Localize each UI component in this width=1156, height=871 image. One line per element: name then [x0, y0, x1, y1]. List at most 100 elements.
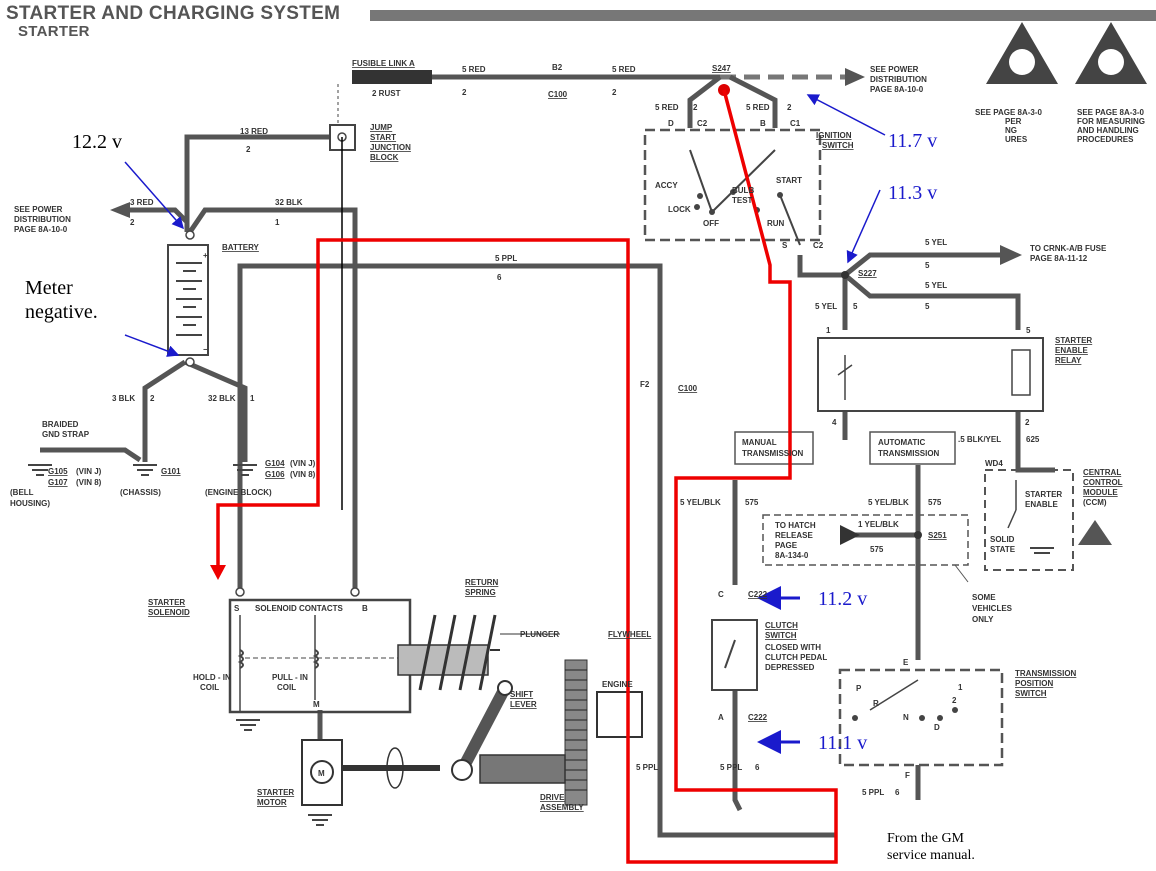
diagram-label: BRAIDED	[42, 420, 79, 429]
diagram-label: 575	[870, 545, 884, 554]
annotation-c222-a-voltage: 11.1 v	[818, 732, 868, 754]
diagram-label: 5 RED	[612, 65, 636, 74]
diagram-label: S	[782, 241, 788, 250]
diagram-label: 5 YEL/BLK	[680, 498, 721, 507]
diagram-label: STATE	[990, 545, 1016, 554]
diagram-label: S247	[712, 64, 731, 73]
diagram-label: C100	[678, 384, 698, 393]
diagram-label: 5	[925, 261, 930, 270]
diagram-label: −	[203, 345, 208, 354]
starter-motor	[301, 739, 566, 806]
transmission-position-switch	[838, 668, 1004, 767]
diagram-label: STARTER	[1025, 490, 1062, 499]
diagram-label: MANUAL	[742, 438, 777, 447]
flywheel	[564, 659, 588, 806]
diagram-label: MOTOR	[257, 798, 287, 807]
diagram-label: C2	[697, 119, 708, 128]
diagram-label: SOLID	[990, 535, 1015, 544]
diagram-label: 1	[250, 394, 255, 403]
ignition-switch	[643, 128, 822, 246]
annotation-arrows	[124, 94, 886, 754]
diagram-label: G105	[48, 467, 68, 476]
splice-s251	[914, 531, 922, 539]
diagram-label: E	[903, 658, 909, 667]
diagram-label: SWITCH	[765, 631, 797, 640]
diagram-label: PAGE 8A-11-12	[1030, 254, 1088, 263]
transmission-bracket	[734, 431, 956, 465]
diagram-label: COIL	[277, 683, 296, 692]
diagram-label: M	[313, 700, 320, 709]
diagram-label: 8A-134-0	[775, 551, 809, 560]
diagram-label: 3 RED	[130, 198, 154, 207]
wire-3-red	[130, 207, 189, 224]
diagram-label: BLOCK	[370, 153, 399, 162]
diagram-label: STARTER	[257, 788, 294, 797]
diagram-label: ACCY	[655, 181, 678, 190]
diagram-label: VEHICLES	[972, 604, 1013, 613]
esd-note-right: SEE PAGE 8A-3-0 FOR MEASURING AND HANDLI…	[1077, 108, 1145, 144]
diagram-label: 5 RED	[746, 103, 770, 112]
diagram-label: SOME	[972, 593, 996, 602]
wire-32-blk-b	[184, 359, 248, 462]
diagram-label: N	[903, 713, 909, 722]
diagram-label: (CHASSIS)	[120, 488, 161, 497]
diagram-label: SWITCH	[822, 141, 854, 150]
central-control-module	[984, 469, 1112, 571]
diagram-label: F	[905, 771, 910, 780]
diagram-label: COIL	[200, 683, 219, 692]
wire-braided	[40, 447, 142, 463]
diagram-label: ENGINE	[602, 680, 633, 689]
diagram-label: 2	[1025, 418, 1030, 427]
diagram-label: ONLY	[972, 615, 994, 624]
diagram-label: 6	[895, 788, 900, 797]
diagram-label: DISTRIBUTION	[870, 75, 927, 84]
diagram-label: DISTRIBUTION	[14, 215, 71, 224]
diagram-label: 2 RUST	[372, 89, 401, 98]
diagram-label: SOLENOID	[148, 608, 190, 617]
diagram-label: 32 BLK	[208, 394, 236, 403]
annotation-meter-negative: Meter negative.	[25, 277, 98, 323]
diagram-label: 5 RED	[655, 103, 679, 112]
fusible-link	[352, 70, 432, 84]
diagram-label: 5	[1026, 326, 1031, 335]
diagram-label: S227	[858, 269, 877, 278]
diagram-label: 2	[130, 218, 135, 227]
esd-warning-icons	[986, 22, 1147, 84]
diagram-label: RELEASE	[775, 531, 813, 540]
wire-clutch-a	[732, 690, 743, 812]
diagram-label: 5 PPL	[636, 763, 658, 772]
diagram-label: START	[370, 133, 396, 142]
diagram-label: 625	[1026, 435, 1040, 444]
wires	[40, 74, 1055, 838]
diagram-label: (VIN 8)	[290, 470, 316, 479]
measurement-path	[216, 89, 838, 864]
diagram-label: AUTOMATIC	[878, 438, 925, 447]
diagram-label: 5	[853, 302, 858, 311]
diagram-label: CLOSED WITH	[765, 643, 821, 652]
page-title: STARTER AND CHARGING SYSTEM	[6, 3, 341, 24]
diagram-label: +	[203, 251, 208, 260]
page-header: STARTER AND CHARGING SYSTEM STARTER	[6, 4, 340, 40]
arrow-crnk	[1000, 245, 1022, 265]
diagram-label: PLUNGER	[520, 630, 559, 639]
diagram-label: STARTER	[148, 598, 185, 607]
diagram-label: (VIN J)	[76, 467, 102, 476]
diagram-label: PULL - IN	[272, 673, 308, 682]
diagram-label: 5 PPL	[495, 254, 517, 263]
diagram-label: C222	[748, 590, 768, 599]
diagram-label: 2	[150, 394, 155, 403]
diagram-label: 5 YEL	[815, 302, 837, 311]
arrow-hatch	[840, 525, 860, 545]
wire-s247-d	[687, 75, 722, 128]
diagram-label: SPRING	[465, 588, 496, 597]
label-fusible-link: FUSIBLE LINK A	[352, 59, 415, 68]
diagram-label: (VIN J)	[290, 459, 316, 468]
diagram-label: JUMP	[370, 123, 393, 132]
diagram-label: SHIFT	[510, 690, 533, 699]
diagram-label: 575	[745, 498, 759, 507]
diagram-label: TRANSMISSION	[878, 449, 940, 458]
diagram-label: SEE POWER	[870, 65, 919, 74]
esd-note-left: SEE PAGE 8A-3-0 PER NG URES	[975, 108, 1042, 144]
